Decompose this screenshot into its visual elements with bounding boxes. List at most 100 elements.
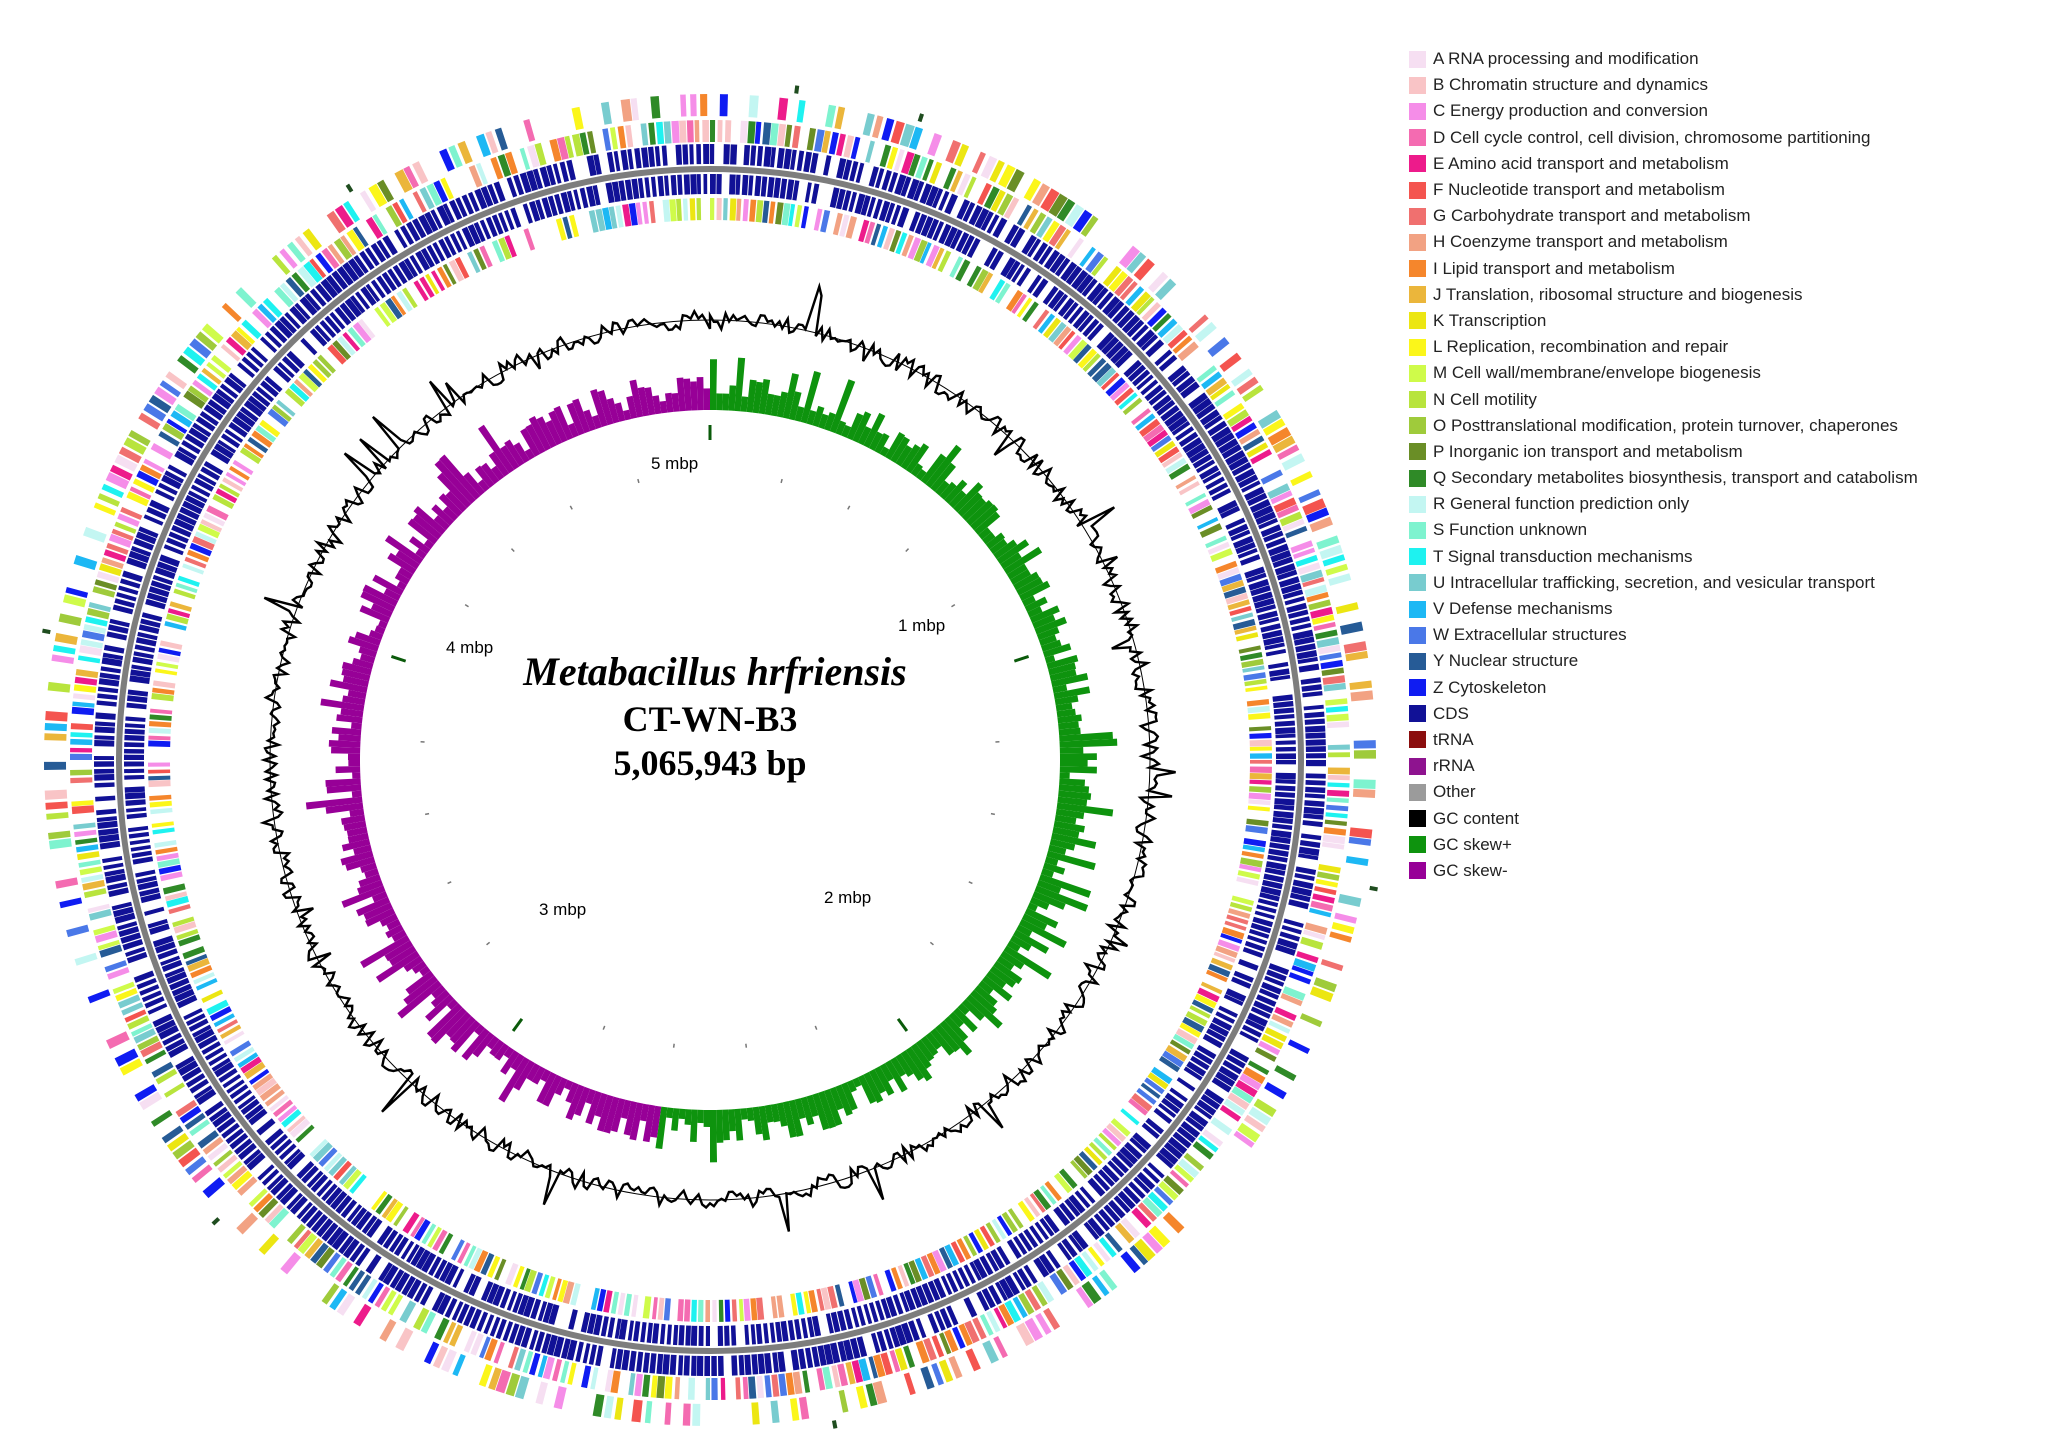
cog-feature xyxy=(839,214,850,237)
cds-feature xyxy=(983,247,998,268)
cog-feature xyxy=(150,708,173,715)
gc-skew-bar xyxy=(655,1106,668,1150)
outer-cog-ring xyxy=(44,94,1376,1426)
cds-feature xyxy=(1228,455,1249,471)
cds-feature xyxy=(1269,674,1291,682)
cds-feature xyxy=(962,202,976,223)
cog-feature xyxy=(1042,220,1060,243)
cds-feature xyxy=(321,1183,338,1202)
legend-label: D Cell cycle control, cell division, chr… xyxy=(1433,127,1871,147)
cds-feature xyxy=(530,1298,542,1320)
cds-feature xyxy=(492,1285,506,1307)
cds-feature xyxy=(1275,753,1296,760)
cds-feature xyxy=(131,850,152,859)
cds-feature xyxy=(246,351,264,368)
organism-name: Metabacillus hrfriensis xyxy=(523,649,907,694)
cog-feature xyxy=(973,1228,990,1251)
cds-feature xyxy=(196,1088,217,1106)
cog-feature xyxy=(88,602,112,613)
gc-skew-bar xyxy=(961,998,985,1021)
cds-feature xyxy=(506,177,518,198)
gc-skew-bar xyxy=(377,620,388,629)
cds-feature xyxy=(468,1275,482,1297)
cog-feature xyxy=(83,624,107,634)
cog-feature xyxy=(136,470,159,487)
cds-feature xyxy=(579,187,589,209)
cog-feature xyxy=(143,458,165,473)
cds-feature xyxy=(631,178,640,200)
legend-swatch xyxy=(1409,181,1426,199)
gc-skew-bar xyxy=(391,929,407,943)
cds-feature xyxy=(1254,910,1275,920)
cog-feature xyxy=(201,367,222,385)
cds-feature xyxy=(519,172,532,194)
cog-feature xyxy=(602,128,612,151)
cds-feature xyxy=(1258,517,1279,530)
cds-feature xyxy=(124,748,145,754)
cog-feature xyxy=(914,1257,929,1281)
legend-label: H Coenzyme transport and metabolism xyxy=(1433,232,1728,252)
cds-feature xyxy=(145,598,166,610)
cog-feature xyxy=(1210,1117,1233,1136)
cog-feature xyxy=(901,234,914,257)
cds-feature xyxy=(1067,305,1084,325)
cog-feature xyxy=(505,1262,519,1286)
cog-feature xyxy=(1250,448,1273,465)
cds-feature xyxy=(349,295,366,314)
cds-feature xyxy=(114,912,136,924)
legend-item: A RNA processing and modification xyxy=(1409,46,1918,72)
gc-skew-bar xyxy=(1038,873,1092,898)
cds-feature xyxy=(174,988,195,1003)
cog-feature xyxy=(1179,1022,1202,1038)
cog-feature xyxy=(1068,1259,1087,1282)
cog-feature xyxy=(610,1370,621,1394)
cds-feature xyxy=(1305,753,1326,759)
cog-feature xyxy=(1325,705,1349,713)
cds-feature xyxy=(1029,1225,1044,1244)
cds-feature xyxy=(1286,602,1308,614)
cds-feature xyxy=(729,174,736,195)
gc-skew-bar xyxy=(770,394,781,417)
cds-feature xyxy=(1081,278,1098,297)
cds-feature xyxy=(131,664,152,672)
cog-feature xyxy=(197,1130,219,1149)
cds-feature xyxy=(1172,1131,1192,1149)
cog-feature xyxy=(1309,986,1334,1003)
cog-feature xyxy=(1168,463,1191,480)
cog-feature xyxy=(470,1333,484,1356)
cog-feature xyxy=(663,1298,671,1321)
cds-feature xyxy=(203,404,224,421)
cds-feature xyxy=(1087,1217,1105,1237)
cog-feature xyxy=(77,655,101,664)
gc-skew-bar xyxy=(574,1086,591,1117)
cog-feature xyxy=(1177,1158,1200,1179)
cog-feature xyxy=(922,158,934,182)
cds-feature xyxy=(637,177,645,199)
legend-label: O Posttranslational modification, protei… xyxy=(1433,415,1898,435)
gc-skew-bar xyxy=(885,1060,908,1093)
cog-feature xyxy=(495,1369,511,1394)
gc-skew-bar xyxy=(360,935,410,969)
gc-skew-bar xyxy=(1052,826,1080,839)
gc-skew-bar xyxy=(626,395,638,419)
cog-feature xyxy=(1249,773,1272,780)
cds-feature xyxy=(842,190,852,211)
cds-feature xyxy=(1158,1102,1177,1118)
cds-feature xyxy=(1034,1221,1050,1241)
cog-feature xyxy=(824,104,837,128)
cog-feature xyxy=(971,151,986,174)
cds-feature xyxy=(118,926,140,938)
cog-feature xyxy=(514,1375,530,1400)
cog-feature xyxy=(1242,1066,1266,1085)
cds-feature xyxy=(735,174,741,195)
gc-skew-bar xyxy=(622,409,632,421)
cog-feature xyxy=(925,244,940,268)
cog-feature xyxy=(770,1400,780,1424)
cog-feature xyxy=(843,135,855,158)
cds-feature xyxy=(1244,1018,1265,1032)
cds-feature xyxy=(94,735,115,740)
cog-feature xyxy=(831,1365,841,1388)
cds-feature xyxy=(133,970,155,983)
cds-feature xyxy=(855,162,865,184)
